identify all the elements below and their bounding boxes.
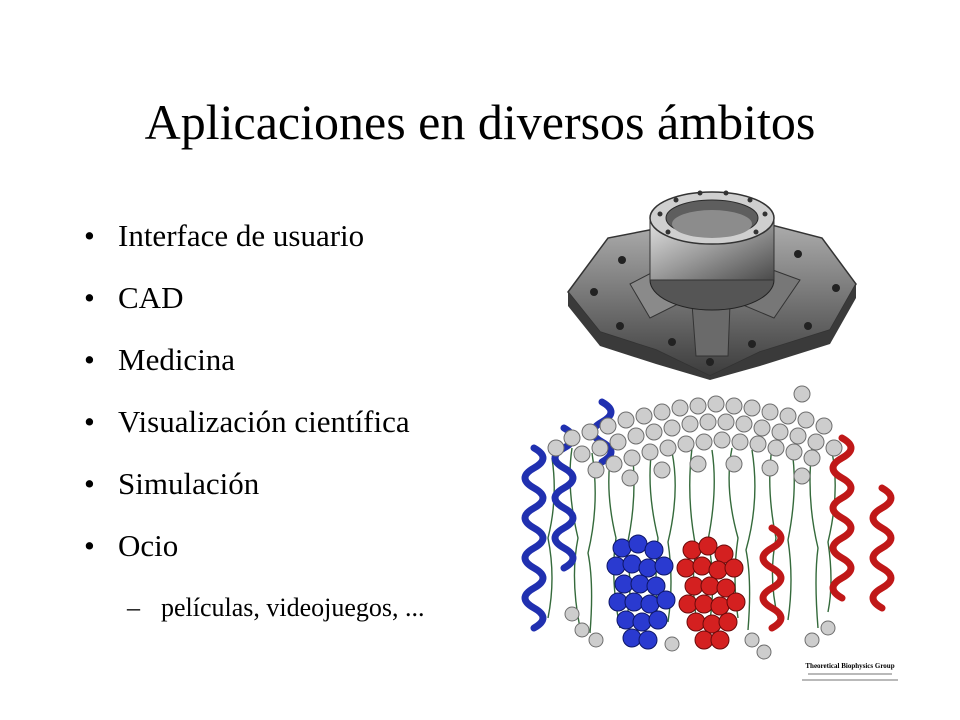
bullet-list: • Interface de usuario • CAD • Medicina • Vi… [84,218,410,590]
bullet-marker: • [84,218,95,253]
bullet-text: Simulación [118,466,260,501]
bullet-item: • Visualización científica [84,404,410,440]
bullet-text: Medicina [118,342,236,377]
molecule-image: Theoretical Biophysics Group [521,385,906,684]
bullet-marker: • [84,466,95,501]
slide-title: Aplicaciones en diversos ámbitos [144,94,816,150]
bullet-item: • Medicina [84,342,410,378]
credit-label: Theoretical Biophysics Group [805,662,894,670]
cad-part-image [567,190,857,380]
sub-bullet-text: películas, videojuegos, ... [161,593,425,622]
bullet-marker: • [84,342,95,377]
bullet-text: Ocio [118,528,179,563]
bullet-text: Visualización científica [118,404,410,439]
bullet-text: Interface de usuario [118,218,365,253]
bullet-marker: • [84,280,95,315]
bullet-item: • CAD [84,280,410,316]
bullet-marker: • [84,528,95,563]
sub-bullet: –películas, videojuegos, ... [127,592,425,624]
bullet-item: • Interface de usuario [84,218,410,254]
bullet-text: CAD [118,280,184,315]
sub-bullet-marker: – [127,593,140,622]
bullet-item: • Ocio [84,528,410,564]
bullet-marker: • [84,404,95,439]
bullet-item: • Simulación [84,466,410,502]
